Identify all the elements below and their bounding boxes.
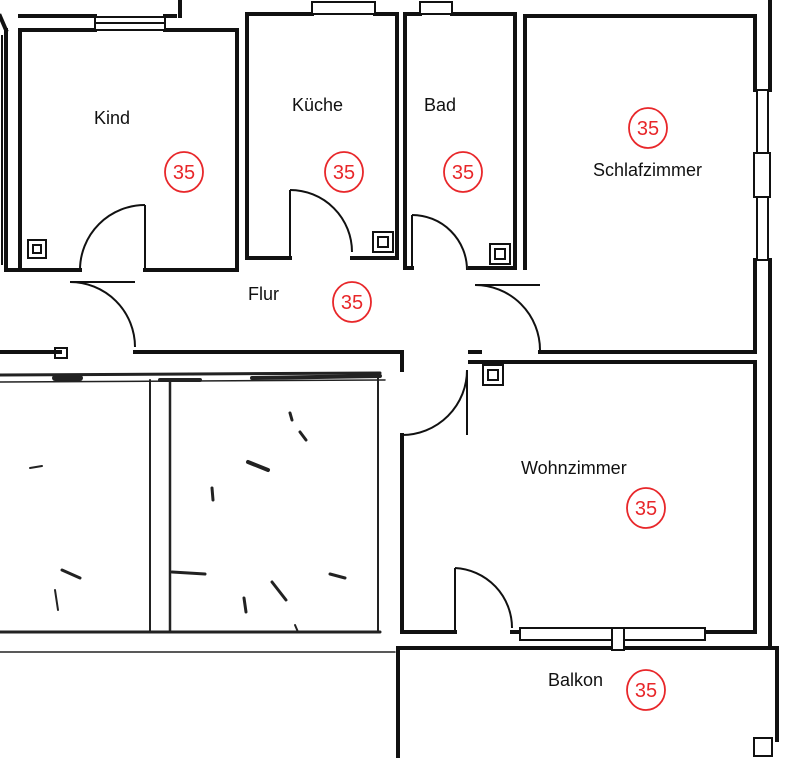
badge-text-kind: 35 bbox=[173, 162, 195, 184]
room-bad-walls bbox=[403, 12, 517, 270]
badge-text-kueche: 35 bbox=[333, 162, 355, 184]
room-badges: 35 35 35 35 35 35 35 bbox=[164, 107, 668, 711]
fixtures bbox=[1, 35, 773, 757]
badge-text-schlafzimmer: 35 bbox=[637, 118, 659, 140]
room-label-wohnzimmer: Wohnzimmer bbox=[521, 458, 627, 478]
room-label-schlafzimmer: Schlafzimmer bbox=[593, 160, 702, 180]
room-label-kind: Kind bbox=[94, 108, 130, 128]
badge-text-wohnzimmer: 35 bbox=[635, 498, 657, 520]
window-schlafzimmer bbox=[753, 89, 771, 261]
room-label-flur: Flur bbox=[248, 284, 279, 304]
neighbor-area-sketch bbox=[0, 371, 396, 653]
window-wohnzimmer bbox=[519, 627, 706, 651]
badge-schlafzimmer: 35 bbox=[628, 107, 668, 149]
badge-wohnzimmer: 35 bbox=[626, 487, 666, 529]
badge-text-flur: 35 bbox=[341, 292, 363, 314]
room-schlafzimmer-walls bbox=[468, 14, 757, 354]
room-labels: Kind Küche Bad Schlafzimmer Flur Wohnzim… bbox=[94, 95, 702, 690]
badge-bad: 35 bbox=[443, 151, 483, 193]
badge-balkon: 35 bbox=[626, 669, 666, 711]
badge-flur: 35 bbox=[332, 281, 372, 323]
badge-kueche: 35 bbox=[324, 151, 364, 193]
badge-kind: 35 bbox=[164, 151, 204, 193]
window-kueche bbox=[311, 1, 376, 15]
room-label-balkon: Balkon bbox=[548, 670, 603, 690]
badge-text-balkon: 35 bbox=[635, 680, 657, 702]
badge-text-bad: 35 bbox=[452, 162, 474, 184]
room-label-kueche: Küche bbox=[292, 95, 343, 115]
doors bbox=[69, 189, 541, 632]
room-kind-walls bbox=[18, 28, 239, 272]
room-label-bad: Bad bbox=[424, 95, 456, 115]
window-bad bbox=[419, 1, 453, 15]
room-wohnzimmer-walls bbox=[0, 347, 757, 634]
window-kind bbox=[94, 16, 166, 31]
room-kueche-walls bbox=[245, 12, 399, 260]
